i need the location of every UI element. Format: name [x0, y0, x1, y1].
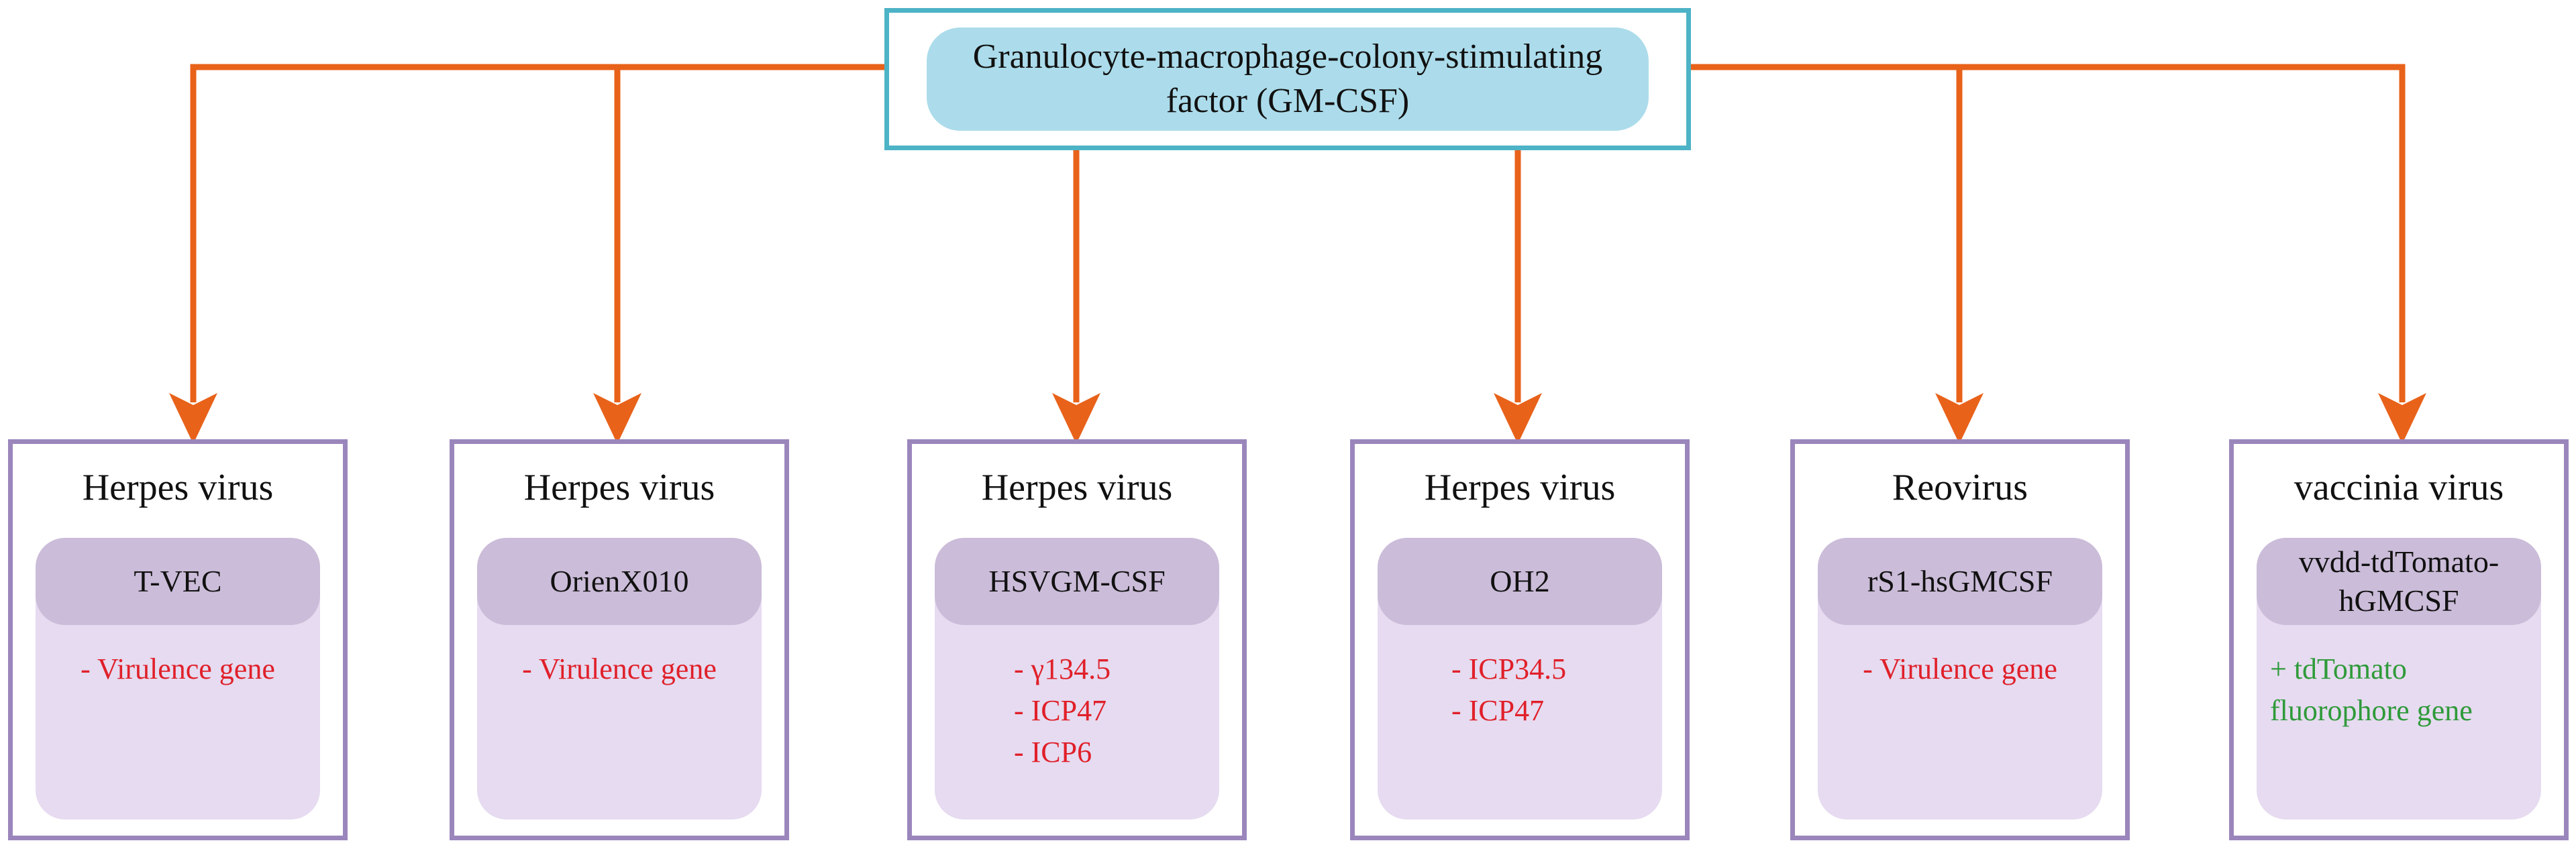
virus-card-6: vaccinia virus vvdd-tdTomato- hGMCSF + t…: [2229, 439, 2569, 840]
virus-type: Reovirus: [1892, 467, 2028, 508]
arrowhead-2: [593, 393, 641, 444]
gm-csf-node: Granulocyte-macrophage-colony-stimulatin…: [884, 8, 1691, 150]
construct-panel: OrienX010 - Virulence gene: [477, 538, 762, 820]
gene-modification: - Virulence gene: [81, 653, 275, 685]
gm-csf-pill: Granulocyte-macrophage-colony-stimulatin…: [927, 27, 1649, 131]
construct-name: vvdd-tdTomato- hGMCSF: [2257, 538, 2541, 625]
construct-name: HSVGM-CSF: [935, 538, 1219, 625]
construct-name: T-VEC: [36, 538, 320, 625]
gene-modification: - ICP34.5 - ICP47: [1451, 653, 1567, 727]
construct-panel: T-VEC - Virulence gene: [36, 538, 320, 820]
arrowhead-3: [1052, 393, 1100, 444]
gene-modification: - Virulence gene: [522, 653, 717, 685]
virus-card-3: Herpes virus HSVGM-CSF - γ134.5 - ICP47 …: [907, 439, 1247, 840]
connector-right-branch: [1691, 64, 2406, 402]
virus-type: vaccinia virus: [2294, 467, 2504, 508]
gm-csf-label: Granulocyte-macrophage-colony-stimulatin…: [972, 38, 1603, 120]
virus-type: Herpes virus: [981, 467, 1173, 508]
construct-name: rS1-hsGMCSF: [1818, 538, 2102, 625]
virus-type: Herpes virus: [82, 467, 274, 508]
arrowhead-5: [1935, 393, 1983, 444]
gene-modification: - γ134.5 - ICP47 - ICP6: [1014, 653, 1111, 769]
virus-card-2: Herpes virus OrienX010 - Virulence gene: [450, 439, 789, 840]
construct-panel: HSVGM-CSF - γ134.5 - ICP47 - ICP6: [935, 538, 1219, 820]
virus-card-4: Herpes virus OH2 - ICP34.5 - ICP47: [1350, 439, 1690, 840]
virus-type: Herpes virus: [1424, 467, 1616, 508]
gene-modification: - Virulence gene: [1863, 653, 2057, 685]
arrowhead-1: [169, 393, 217, 444]
arrowhead-4: [1494, 393, 1542, 444]
virus-card-1: Herpes virus T-VEC - Virulence gene: [8, 439, 348, 840]
gene-modification: + tdTomato fluorophore gene: [2270, 653, 2473, 727]
virus-card-5: Reovirus rS1-hsGMCSF - Virulence gene: [1790, 439, 2130, 840]
construct-name: OrienX010: [477, 538, 762, 625]
virus-type: Herpes virus: [523, 467, 715, 508]
construct-name: OH2: [1378, 538, 1662, 625]
construct-panel: OH2 - ICP34.5 - ICP47: [1378, 538, 1662, 820]
connector-left-branch: [190, 64, 884, 402]
construct-panel: rS1-hsGMCSF - Virulence gene: [1818, 538, 2102, 820]
construct-panel: vvdd-tdTomato- hGMCSF + tdTomato fluorop…: [2257, 538, 2541, 820]
arrowhead-6: [2378, 393, 2426, 444]
